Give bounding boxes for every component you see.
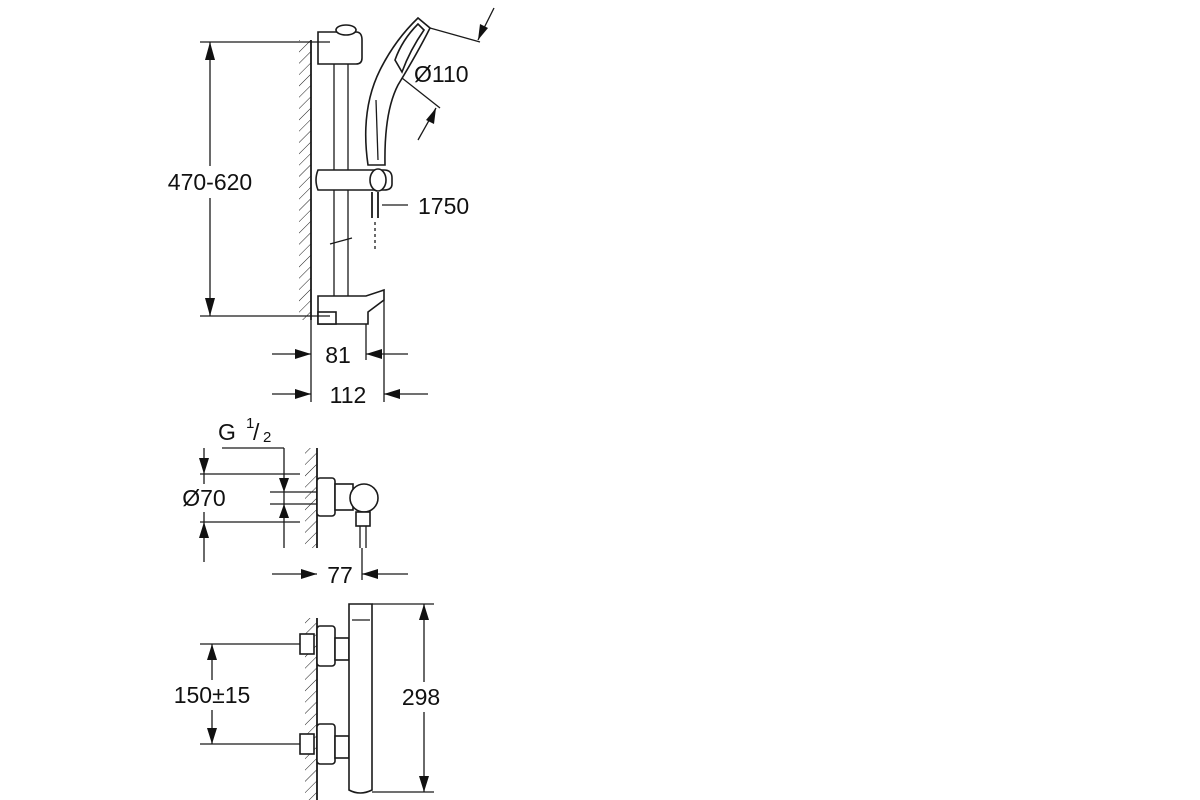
outlet-diameter-label: Ø70 [182, 485, 225, 511]
wall-hatching-mid [305, 448, 317, 548]
lower-inlet-connector [334, 735, 350, 759]
dimension-arrow [366, 349, 382, 359]
dimension-arrow [279, 504, 289, 518]
dimension-arrow [301, 569, 317, 579]
dimension-arrow [207, 728, 217, 744]
lower-inlet-nut [299, 733, 315, 755]
mixer-body [349, 483, 379, 513]
thread-den-label: 2 [263, 429, 271, 446]
dim-head-ext-2 [401, 77, 441, 109]
dimension-arrow [279, 478, 289, 492]
rail-break [329, 237, 353, 245]
dimension-arrow [362, 569, 378, 579]
lower-inlet-escutcheon [316, 723, 336, 765]
height-range-label: 470-620 [168, 169, 252, 195]
dimension-arrow [295, 349, 311, 359]
dimension-arrow [205, 42, 215, 60]
dimension-arrow [384, 389, 400, 399]
thread-main-label: G [218, 419, 236, 445]
height-label-bg [150, 166, 270, 198]
dimension-arrow [419, 604, 429, 620]
mixer-depth-label: 77 [327, 562, 353, 588]
thermostat-body [348, 603, 373, 794]
upper-inlet-nut [299, 633, 315, 655]
upper-inlet-connector [334, 637, 350, 661]
outlet-label-bg [166, 484, 240, 512]
dimension-arrow [295, 389, 311, 399]
mixer-outlet [355, 511, 371, 527]
bar-projection-label: 112 [330, 382, 367, 408]
thread-slash: / [253, 419, 260, 445]
bottom-bracket-base [317, 311, 337, 325]
bar-offset-label: 81 [325, 342, 351, 368]
dimension-arrow [199, 522, 209, 538]
wall-hatching-top [299, 40, 311, 320]
mixer-height-label: 298 [402, 684, 440, 710]
mixer-escutcheon [316, 477, 336, 517]
top-bracket [317, 31, 363, 65]
spacing-label-bg [156, 680, 268, 710]
head-diameter-label: Ø110 [414, 61, 469, 87]
hand-shower-detail [375, 99, 379, 161]
inlet-spacing-label: 150±15 [174, 682, 251, 708]
dimension-arrow [426, 108, 436, 124]
upper-inlet-escutcheon [316, 625, 336, 667]
height-298-bg [390, 682, 452, 712]
hose-length-label: 1750 [418, 193, 469, 219]
dim-head-ext-1 [429, 27, 481, 43]
slider-knob [369, 168, 387, 192]
top-bracket-cap [335, 24, 357, 36]
mixer-side-view: G 1 / 2 Ø70 77 [166, 415, 408, 588]
thread-num-label: 1 [246, 415, 254, 432]
dimension-arrow [419, 776, 429, 792]
shower-rail-view: 470-620 Ø110 1750 81 112 [150, 7, 495, 408]
dimension-arrow [478, 24, 488, 40]
dimension-arrow [205, 298, 215, 316]
mixer-front-view: 150±15 298 [156, 603, 452, 800]
dimension-arrow [199, 458, 209, 474]
hand-shower [364, 16, 431, 166]
dimension-arrow [207, 644, 217, 660]
hand-shower-face [394, 22, 426, 74]
